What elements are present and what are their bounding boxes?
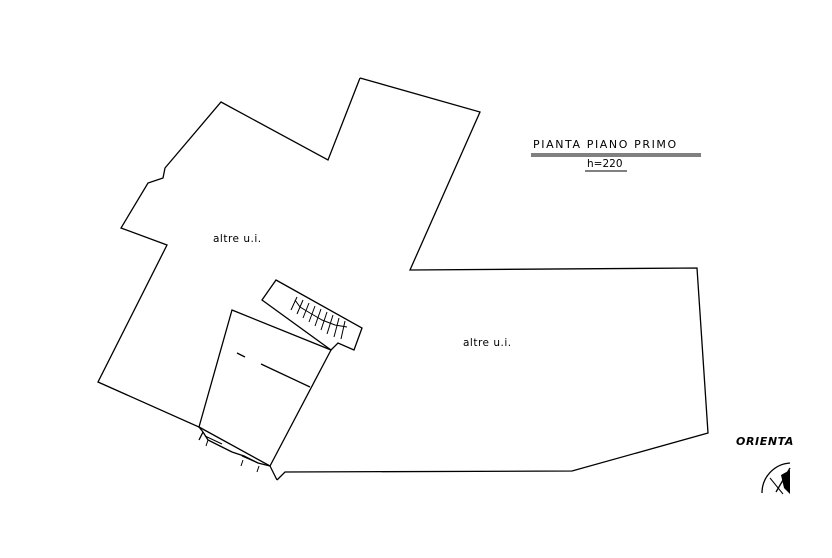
- plan-subtitle: h=220: [587, 158, 623, 170]
- right-unit-outline: [276, 77, 709, 481]
- left-unit-outline: [97, 77, 361, 433]
- left-unit-outline-lower: [198, 431, 204, 441]
- staircase-block: [261, 279, 363, 351]
- unit-label-lower: altre u.i.: [463, 337, 512, 349]
- entrance-stub: [202, 431, 278, 481]
- interior-walls: [236, 352, 311, 388]
- orientation-label: ORIENTA: [736, 435, 794, 448]
- plan-title: PIANTA PIANO PRIMO: [533, 138, 678, 151]
- north-arrow-icon: [761, 462, 791, 495]
- stair-treads: [290, 296, 348, 340]
- unit-label-upper: altre u.i.: [213, 233, 262, 245]
